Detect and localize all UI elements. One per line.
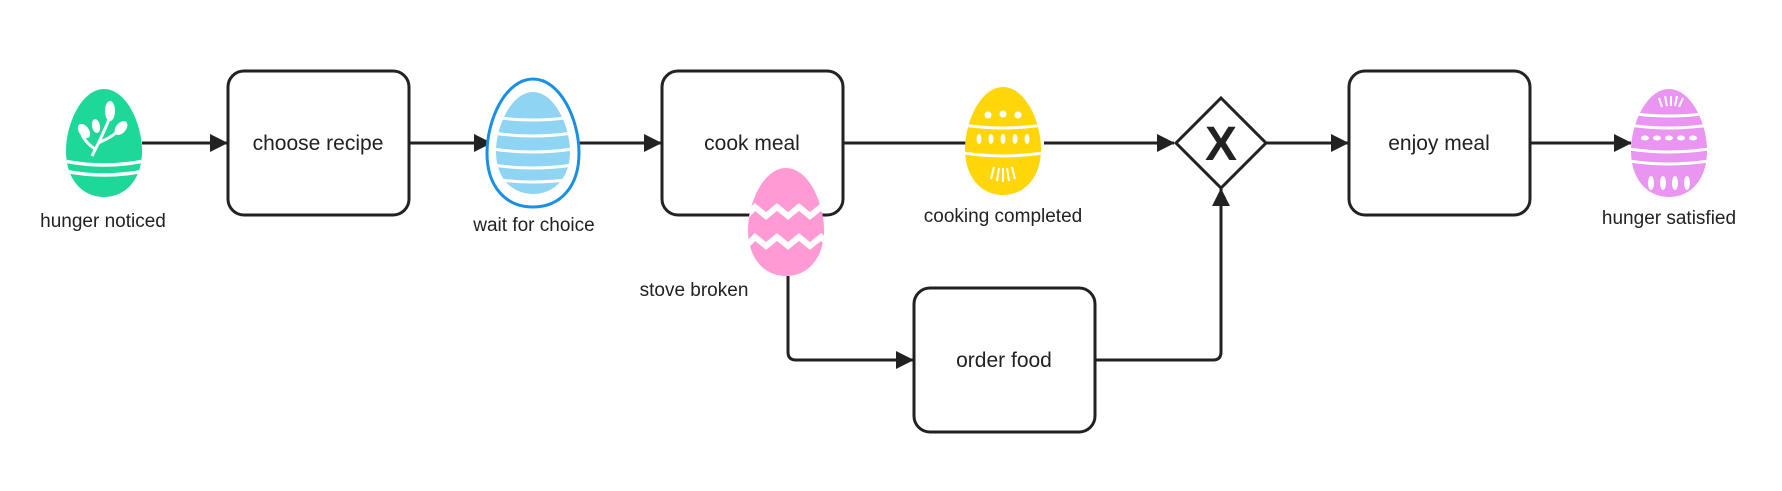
blue-striped-egg-icon [485,77,581,209]
task-label: enjoy meal [1388,132,1490,155]
flow-stove-broken-to-order-food[interactable] [786,276,914,369]
event-label: wait for choice [472,215,594,236]
task-cook-meal[interactable]: cook meal [660,69,845,217]
event-label: stove broken [640,280,749,301]
intermediate-event-cooking-completed[interactable]: cooking completed [924,87,1082,227]
task-label: choose recipe [253,132,384,155]
task-label: cook meal [704,132,800,155]
green-leaf-egg-icon [66,89,142,197]
end-event-hunger-satisfied[interactable]: hunger satisfied [1602,89,1736,229]
start-event-hunger-noticed[interactable]: hunger noticed [40,89,166,232]
task-enjoy-meal[interactable]: enjoy meal [1347,69,1532,217]
task-label: order food [956,349,1052,372]
pink-zigzag-egg-icon [748,168,824,276]
event-label: cooking completed [924,206,1082,227]
gateway-symbol: X [1205,118,1237,171]
yellow-dotted-egg-icon [965,87,1041,195]
flow-order-food-to-gateway[interactable] [1095,188,1230,362]
boundary-event-stove-broken[interactable]: stove broken [640,168,830,301]
violet-patterned-egg-icon [1631,89,1707,197]
task-choose-recipe[interactable]: choose recipe [226,69,411,217]
event-label: hunger satisfied [1602,208,1736,229]
event-label: hunger noticed [40,211,166,232]
connectors [142,134,1632,369]
intermediate-event-wait-for-choice[interactable]: wait for choice [472,77,595,236]
exclusive-gateway[interactable]: X [1173,95,1269,191]
task-order-food[interactable]: order food [912,286,1097,434]
